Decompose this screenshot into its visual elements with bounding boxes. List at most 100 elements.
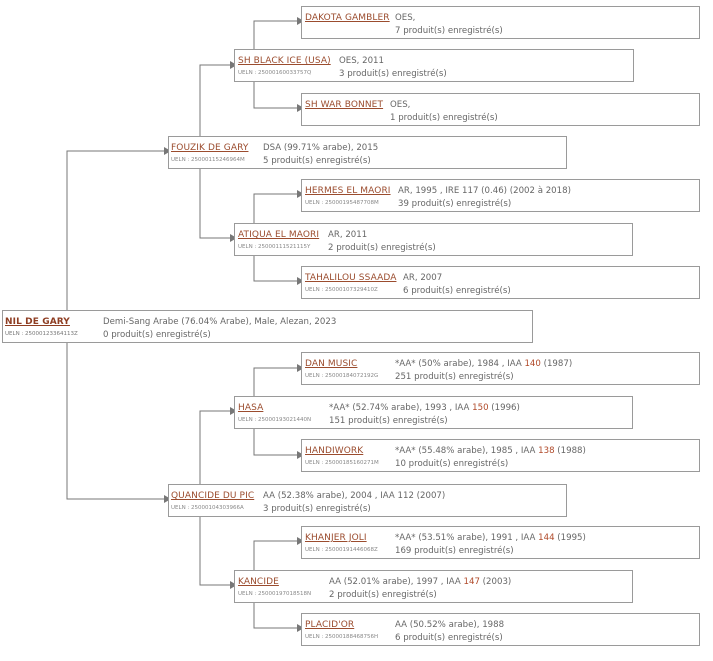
horse-name-link[interactable]: PLACID'OR xyxy=(305,620,355,630)
horse-offspring-count: 251 produit(s) enregistré(s) xyxy=(395,372,514,382)
horse-offspring-count: 3 produit(s) enregistré(s) xyxy=(263,504,371,514)
ueln-value: 25000185160271M xyxy=(325,460,379,466)
horse-name-link[interactable]: HANDIWORK xyxy=(305,446,364,456)
horse-name-link[interactable]: KANCIDE xyxy=(238,577,279,587)
horse-offspring-count: 6 produit(s) enregistré(s) xyxy=(403,286,511,296)
index-value: 144 xyxy=(538,533,555,543)
ueln-number: UELN : 25000184072192G xyxy=(305,373,378,379)
ueln-number: UELN : 25000188468756H xyxy=(305,634,378,640)
ueln-value: 25000107329410Z xyxy=(325,287,378,293)
index-value: 140 xyxy=(524,359,541,369)
ueln-number: UELN : 25000197018518N xyxy=(238,591,311,597)
ueln-number: UELN : 25000160033757Q xyxy=(238,70,311,76)
horse-details: *AA* (53.51% arabe), 1991 , IAA 144 (199… xyxy=(395,532,586,545)
ueln-number: UELN : 25000111521115Y xyxy=(238,244,310,250)
horse-details: AA (52.38% arabe), 2004 , IAA 112 (2007) xyxy=(263,491,446,501)
horse-offspring-count: 39 produit(s) enregistré(s) xyxy=(398,199,512,209)
horse-card-dam: QUANCIDE DU PIC UELN : 25000104303966A A… xyxy=(168,484,567,517)
ueln-number: UELN : 25000123364113Z xyxy=(5,331,78,337)
horse-name-link[interactable]: DAKOTA GAMBLER xyxy=(305,13,390,23)
ueln-value: 25000160033757Q xyxy=(258,70,312,76)
horse-offspring-count: 7 produit(s) enregistré(s) xyxy=(395,26,503,36)
horse-card-dam-dam-dam: PLACID'OR UELN : 25000188468756H AA (50.… xyxy=(301,613,700,646)
horse-card-dam-dam-sire: KHANJER JOLI UELN : 25000191446068Z *AA*… xyxy=(301,526,700,559)
details-text: *AA* (55.48% arabe), 1985 , IAA xyxy=(395,446,539,456)
ueln-label: UELN : xyxy=(238,244,259,250)
index-value: 138 xyxy=(538,446,555,456)
horse-offspring-count: 151 produit(s) enregistré(s) xyxy=(329,416,448,426)
horse-info: AA (52.01% arabe), 1997 , IAA 147 (2003)… xyxy=(329,576,511,602)
horse-name-link[interactable]: KHANJER JOLI xyxy=(305,533,367,543)
ueln-number: UELN : 25000107329410Z xyxy=(305,287,378,293)
horse-details: AR, 2007 xyxy=(403,273,443,283)
horse-name-link[interactable]: HASA xyxy=(238,403,264,413)
index-year: (1988) xyxy=(554,446,586,456)
ueln-label: UELN : xyxy=(305,287,326,293)
ueln-value: 25000188468756H xyxy=(325,634,379,640)
horse-offspring-count: 2 produit(s) enregistré(s) xyxy=(328,243,436,253)
horse-name-link[interactable]: SH WAR BONNET xyxy=(305,100,384,110)
horse-details: OES, 2011 xyxy=(339,56,384,66)
horse-card-sire-dam-dam: TAHALILOU SSAADA UELN : 25000107329410Z … xyxy=(301,266,700,299)
horse-name-link[interactable]: NIL DE GARY xyxy=(5,317,70,327)
horse-info: Demi-Sang Arabe (76.04% Arabe), Male, Al… xyxy=(103,316,336,342)
horse-info: AR, 2011 2 produit(s) enregistré(s) xyxy=(328,229,436,255)
index-year: (1996) xyxy=(488,403,520,413)
horse-details: Demi-Sang Arabe (76.04% Arabe), Male, Al… xyxy=(103,317,337,327)
horse-offspring-count: 0 produit(s) enregistré(s) xyxy=(103,330,211,340)
horse-info: AA (50.52% arabe), 1988 6 produit(s) enr… xyxy=(395,619,504,645)
ueln-label: UELN : xyxy=(305,634,326,640)
horse-details: AR, 2011 xyxy=(328,230,368,240)
horse-name-link[interactable]: QUANCIDE DU PIC xyxy=(171,491,255,501)
ueln-number: UELN : 25000104303966A xyxy=(171,505,244,511)
horse-name-link[interactable]: DAN MUSIC xyxy=(305,359,358,369)
horse-card-dam-dam: KANCIDE UELN : 25000197018518N AA (52.01… xyxy=(234,570,633,603)
horse-details: AA (52.01% arabe), 1997 , IAA 147 (2003) xyxy=(329,576,511,589)
horse-info: DSA (99.71% arabe), 2015 5 produit(s) en… xyxy=(263,142,378,168)
horse-card-sire-sire-sire: DAKOTA GAMBLER OES, 7 produit(s) enregis… xyxy=(301,6,700,39)
ueln-label: UELN : xyxy=(171,157,192,163)
horse-card-sire-sire: SH BLACK ICE (USA) UELN : 25000160033757… xyxy=(234,49,634,82)
ueln-number: UELN : 25000115246964M xyxy=(171,157,245,163)
ueln-value: 25000193021440N xyxy=(258,417,312,423)
index-value: 147 xyxy=(463,577,480,587)
horse-name-link[interactable]: FOUZIK DE GARY xyxy=(171,143,249,153)
ueln-value: 25000123364113Z xyxy=(25,331,78,337)
horse-details: *AA* (55.48% arabe), 1985 , IAA 138 (198… xyxy=(395,445,586,458)
horse-offspring-count: 1 produit(s) enregistré(s) xyxy=(390,113,498,123)
index-year: (1987) xyxy=(540,359,573,369)
horse-offspring-count: 2 produit(s) enregistré(s) xyxy=(329,590,437,600)
details-text: *AA* (50% arabe), 1984 , IAA xyxy=(395,359,525,369)
horse-details: DSA (99.71% arabe), 2015 xyxy=(263,143,379,153)
ueln-value: 25000184072192G xyxy=(325,373,379,379)
horse-offspring-count: 10 produit(s) enregistré(s) xyxy=(395,459,509,469)
horse-name-link[interactable]: SH BLACK ICE (USA) xyxy=(238,56,331,66)
horse-offspring-count: 169 produit(s) enregistré(s) xyxy=(395,546,514,556)
ueln-number: UELN : 25000191446068Z xyxy=(305,547,378,553)
ueln-value: 25000104303966A xyxy=(191,505,244,511)
index-value: 150 xyxy=(472,403,489,413)
horse-details: *AA* (52.74% arabe), 1993 , IAA 150 (199… xyxy=(329,402,520,415)
horse-details: *AA* (50% arabe), 1984 , IAA 140 (1987) xyxy=(395,358,572,371)
ueln-label: UELN : xyxy=(5,331,26,337)
horse-info: *AA* (55.48% arabe), 1985 , IAA 138 (198… xyxy=(395,445,586,471)
index-year: (1995) xyxy=(554,533,586,543)
horse-info: *AA* (50% arabe), 1984 , IAA 140 (1987) … xyxy=(395,358,572,384)
horse-name-link[interactable]: TAHALILOU SSAADA xyxy=(305,273,397,283)
horse-offspring-count: 6 produit(s) enregistré(s) xyxy=(395,633,503,643)
details-text: *AA* (53.51% arabe), 1991 , IAA xyxy=(395,533,539,543)
ueln-value: 25000111521115Y xyxy=(258,244,311,250)
horse-info: OES, 1 produit(s) enregistré(s) xyxy=(390,99,498,125)
ueln-label: UELN : xyxy=(238,70,259,76)
horse-card-sire-sire-dam: SH WAR BONNET OES, 1 produit(s) enregist… xyxy=(301,93,700,126)
horse-details: OES, xyxy=(395,13,416,23)
horse-offspring-count: 5 produit(s) enregistré(s) xyxy=(263,156,371,166)
ueln-label: UELN : xyxy=(305,373,326,379)
horse-card-dam-sire-sire: DAN MUSIC UELN : 25000184072192G *AA* (5… xyxy=(301,352,700,385)
ueln-label: UELN : xyxy=(238,591,259,597)
horse-details: OES, xyxy=(390,100,411,110)
horse-name-link[interactable]: HERMES EL MAORI xyxy=(305,186,391,196)
horse-card-sire-dam: ATIQUA EL MAORI UELN : 25000111521115Y A… xyxy=(234,223,633,256)
horse-name-link[interactable]: ATIQUA EL MAORI xyxy=(238,230,320,240)
ueln-label: UELN : xyxy=(171,505,192,511)
